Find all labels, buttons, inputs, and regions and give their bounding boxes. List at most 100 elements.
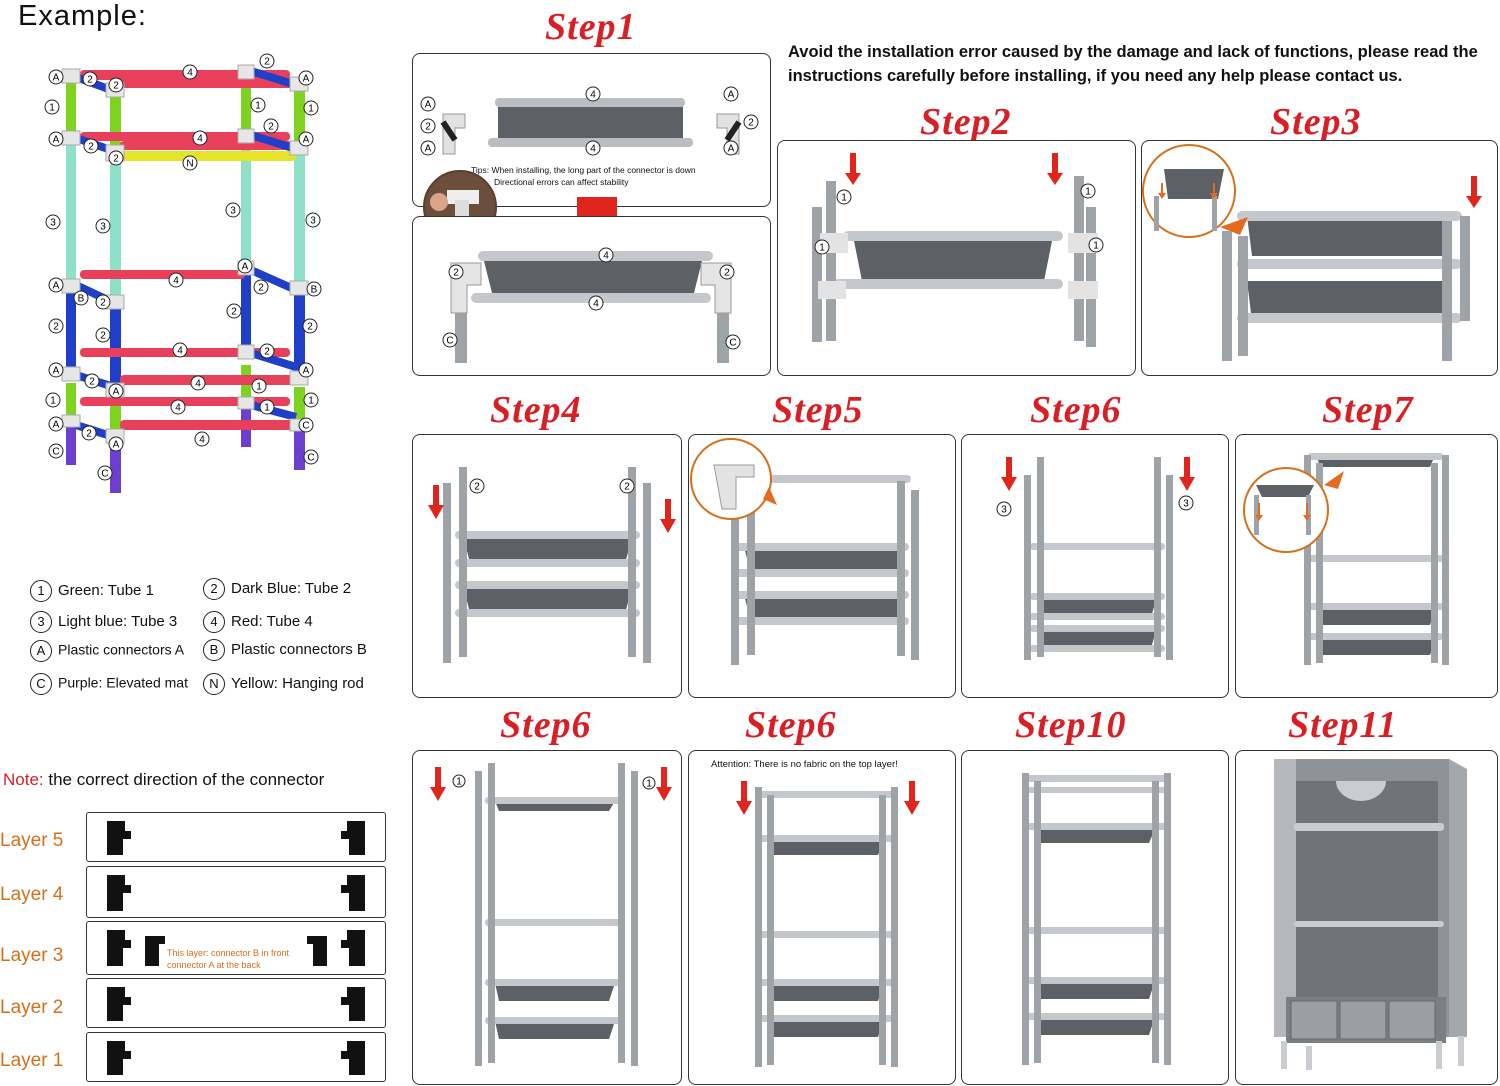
step-title-5: Step5 <box>772 389 864 431</box>
layer-label-3: Layer 3 <box>0 945 64 966</box>
part-marker-label: 1 <box>49 103 55 114</box>
note-text: the correct direction of the connector <box>48 770 325 789</box>
layer-guide: Layer 5 Layer 4 Layer 3 This layer: conn… <box>0 808 390 1086</box>
part-marker-label: 4 <box>593 299 599 310</box>
layer-label-4: Layer 4 <box>0 884 64 905</box>
part-marker-label: 2 <box>53 322 59 333</box>
step-title-2: Step2 <box>920 101 1012 143</box>
step-title-6c: Step6 <box>745 704 837 746</box>
step5-panel <box>688 434 956 698</box>
example-title: Example: <box>18 0 147 32</box>
part-marker-label: C <box>307 453 314 464</box>
step11-panel <box>1235 750 1498 1085</box>
step10-panel <box>961 750 1229 1085</box>
part-marker-label: 1 <box>646 779 652 790</box>
step7-panel <box>1235 434 1498 698</box>
layer-label-2: Layer 2 <box>0 997 64 1018</box>
layer-box-5 <box>86 812 386 862</box>
part-marker-label: A <box>53 420 60 431</box>
part-marker-label: 2 <box>87 75 93 86</box>
part-marker-label: 3 <box>310 216 316 227</box>
part-marker-label: 1 <box>456 777 462 788</box>
part-marker-label: C <box>101 469 108 480</box>
part-marker-label: 1 <box>1085 187 1091 198</box>
connector-pair-icon <box>107 875 365 911</box>
legend-text: Purple: Elevated mat <box>58 674 188 691</box>
part-marker-label: 2 <box>268 122 274 133</box>
part-marker-label: 2 <box>100 298 106 309</box>
part-marker-label: 2 <box>89 377 95 388</box>
part-marker-label: 2 <box>264 347 270 358</box>
marker-2: 2 <box>203 578 225 600</box>
part-marker-label: A <box>53 281 60 292</box>
connector-pair-icon <box>107 1041 365 1075</box>
part-marker-label: 2 <box>724 268 730 279</box>
part-marker-label: 2 <box>307 322 313 333</box>
part-marker-label: 3 <box>1001 505 1007 516</box>
part-marker-label: A <box>728 144 735 155</box>
part-marker-label: 2 <box>231 307 237 318</box>
step-title-4: Step4 <box>490 389 582 431</box>
part-marker-label: A <box>113 440 120 451</box>
part-marker-label: 4 <box>590 90 596 101</box>
part-marker-label: 2 <box>748 118 754 129</box>
step1-tip: Tips: When installing, the long part of … <box>471 164 696 188</box>
connector-pair-icon <box>107 821 365 855</box>
install-notice: Avoid the installation error caused by t… <box>788 43 1478 85</box>
part-marker-label: A <box>53 73 60 84</box>
step-title-1: Step1 <box>545 6 637 48</box>
part-marker-label: 1 <box>841 193 847 204</box>
step-title-10: Step10 <box>1015 704 1127 746</box>
legend-text: Plastic connectors B <box>231 640 367 658</box>
part-marker-label: B <box>78 294 85 305</box>
step6c-illustration <box>736 781 920 1067</box>
layer3-note-line: This layer: connector B in front <box>167 948 290 958</box>
step6c-panel: Attention: There is no fabric on the top… <box>688 750 956 1085</box>
part-marker-label: A <box>728 90 735 101</box>
legend-item: B Plastic connectors B <box>203 639 367 661</box>
layer-box-2 <box>86 978 386 1028</box>
part-marker-label: 2 <box>425 122 431 133</box>
part-marker-label: 4 <box>173 276 179 287</box>
part-marker-label: 3 <box>100 222 106 233</box>
layer-box-4 <box>86 866 386 918</box>
layer-label-1: Layer 1 <box>0 1050 64 1071</box>
part-marker-label: 1 <box>308 396 314 407</box>
connector-note: Note: the correct direction of the conne… <box>3 770 324 790</box>
layer-box-1 <box>86 1032 386 1082</box>
marker-c: C <box>30 673 52 695</box>
part-marker-label: 3 <box>50 218 56 229</box>
part-marker-label: 4 <box>177 346 183 357</box>
part-marker-label: 2 <box>453 268 459 279</box>
step8-attention: Attention: There is no fabric on the top… <box>711 759 898 770</box>
part-marker-label: A <box>425 144 432 155</box>
part-marker-label: A <box>303 366 310 377</box>
step7-illustration <box>1243 453 1449 665</box>
marker-b: B <box>203 639 225 661</box>
legend-text: Plastic connectors A <box>58 641 185 658</box>
step11-wardrobe-illustration <box>1274 759 1467 1070</box>
part-marker-label: N <box>186 159 193 170</box>
part-marker-label: 1 <box>819 243 825 254</box>
step-title-6a: Step6 <box>1030 389 1122 431</box>
layer-label-5: Layer 5 <box>0 830 64 851</box>
part-marker-label: A <box>242 262 249 273</box>
part-marker-label: A <box>303 74 310 85</box>
part-marker-label: A <box>425 100 432 111</box>
legend-text: Yellow: Hanging rod <box>231 674 364 692</box>
connector-pair-icon <box>107 987 365 1021</box>
part-marker-label: 1 <box>308 104 314 115</box>
step-title-3: Step3 <box>1270 101 1362 143</box>
